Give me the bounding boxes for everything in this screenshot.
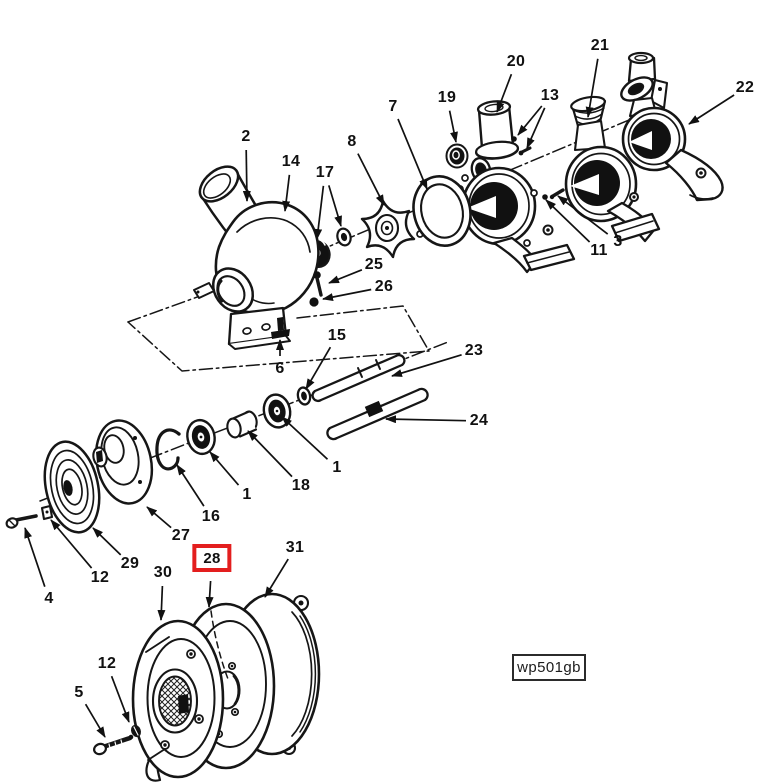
- callout-label[interactable]: 16: [201, 508, 221, 525]
- callout-label[interactable]: 12: [97, 655, 117, 672]
- callout-label[interactable]: 20: [506, 53, 526, 70]
- callout-label[interactable]: 30: [153, 564, 173, 581]
- callout-label[interactable]: 8: [347, 133, 357, 150]
- callout-label[interactable]: 25: [364, 256, 384, 273]
- figure-code-box: wp501gb: [512, 654, 586, 681]
- callout-label[interactable]: 14: [281, 153, 301, 170]
- callout-label[interactable]: 18: [291, 477, 311, 494]
- callout-label[interactable]: 27: [171, 527, 191, 544]
- callout-label[interactable]: 5: [74, 684, 84, 701]
- callout-label[interactable]: 3: [613, 233, 623, 250]
- callout-label[interactable]: 17: [315, 164, 335, 181]
- callout-label[interactable]: 23: [464, 342, 484, 359]
- callout-label[interactable]: 13: [540, 87, 560, 104]
- callout-label[interactable]: 2: [241, 128, 251, 145]
- callout-label[interactable]: 21: [590, 37, 610, 54]
- callout-label[interactable]: 1: [332, 459, 342, 476]
- callout-label[interactable]: 22: [735, 79, 755, 96]
- figure-code-text: wp501gb: [517, 659, 581, 676]
- callout-label[interactable]: 12: [90, 569, 110, 586]
- callout-label[interactable]: 1: [242, 486, 252, 503]
- callout-label[interactable]: 6: [275, 360, 285, 377]
- callout-label[interactable]: 29: [120, 555, 140, 572]
- callout-label[interactable]: 26: [374, 278, 394, 295]
- callout-label[interactable]: 15: [327, 327, 347, 344]
- highlighted-callout-label[interactable]: 28: [192, 544, 232, 572]
- callout-label[interactable]: 31: [285, 539, 305, 556]
- callout-label[interactable]: 11: [590, 242, 608, 259]
- callout-label[interactable]: 4: [44, 590, 54, 607]
- callout-label[interactable]: 7: [388, 98, 398, 115]
- callout-label[interactable]: 19: [437, 89, 457, 106]
- callout-label[interactable]: 24: [469, 412, 489, 429]
